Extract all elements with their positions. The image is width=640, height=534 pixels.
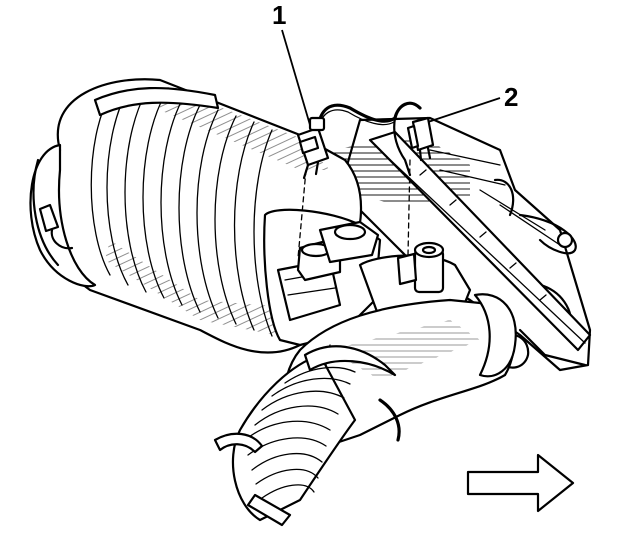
wiring-harness: [316, 101, 422, 177]
callout-1: 1: [272, 0, 311, 126]
right-arrow-icon: [466, 453, 575, 513]
iat-sensor-connector: [406, 116, 435, 162]
vent-tube: [368, 130, 592, 352]
callout-1-label: 1: [272, 0, 286, 30]
hose-clamp-lower: [213, 345, 401, 527]
callout-2: 2: [427, 82, 518, 123]
maf-sensor-connector: [296, 116, 330, 180]
intake-air-temp-sensor: [396, 241, 445, 294]
outlet-duct: [213, 293, 517, 527]
callout-2-label: 2: [504, 82, 518, 112]
hose-clamp-upper: [38, 86, 220, 250]
connection-guide-lines: [297, 159, 411, 259]
duct-end-opening: [29, 143, 97, 288]
